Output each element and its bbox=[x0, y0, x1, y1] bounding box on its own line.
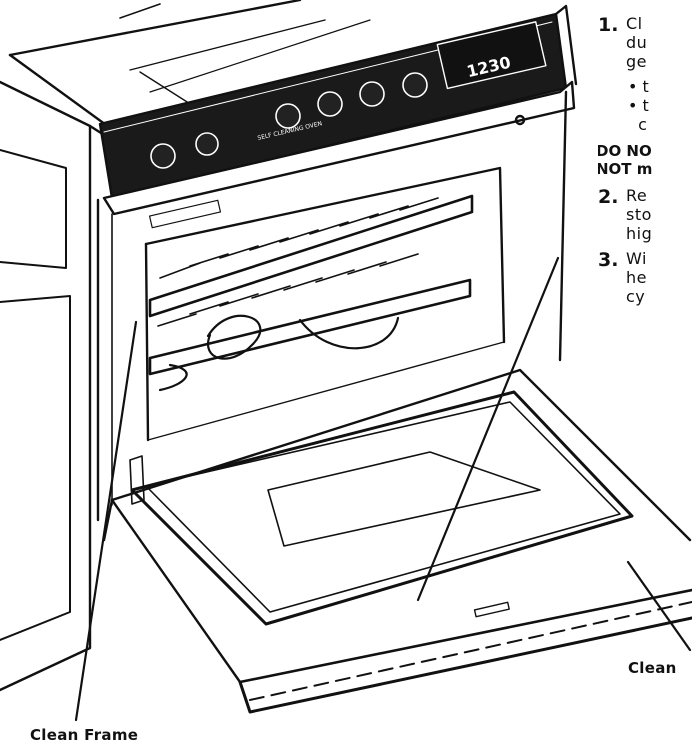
step-2-number: 2. bbox=[598, 186, 626, 208]
step-1-bullet: c bbox=[598, 115, 692, 134]
step-3-text: Wi he cy bbox=[626, 249, 647, 306]
step-3-number: 3. bbox=[598, 249, 626, 271]
caption-clean-door: Clean bbox=[628, 659, 677, 677]
callout-lines bbox=[76, 258, 690, 720]
warning-text: DO NO NOT m bbox=[598, 142, 692, 178]
oven-door bbox=[104, 370, 692, 712]
step-3: 3. Wi he cy bbox=[598, 249, 692, 306]
step-1-bullet: • t bbox=[598, 77, 692, 96]
step-2: 2. Re sto hig bbox=[598, 186, 692, 243]
step-1-number: 1. bbox=[598, 14, 626, 36]
oven-racks bbox=[150, 196, 472, 390]
step-1-bullet: • t bbox=[598, 96, 692, 115]
caption-clean-frame: Clean Frame bbox=[30, 726, 138, 744]
instruction-steps: 1. Cl du ge • t • t c DO NO NOT m 2. Re … bbox=[598, 14, 692, 312]
step-2-text: Re sto hig bbox=[626, 186, 652, 243]
step-1-text: Cl du ge bbox=[626, 14, 647, 71]
step-1: 1. Cl du ge bbox=[598, 14, 692, 71]
control-panel: 1230 SELF CLEANING OVEN bbox=[100, 6, 576, 214]
